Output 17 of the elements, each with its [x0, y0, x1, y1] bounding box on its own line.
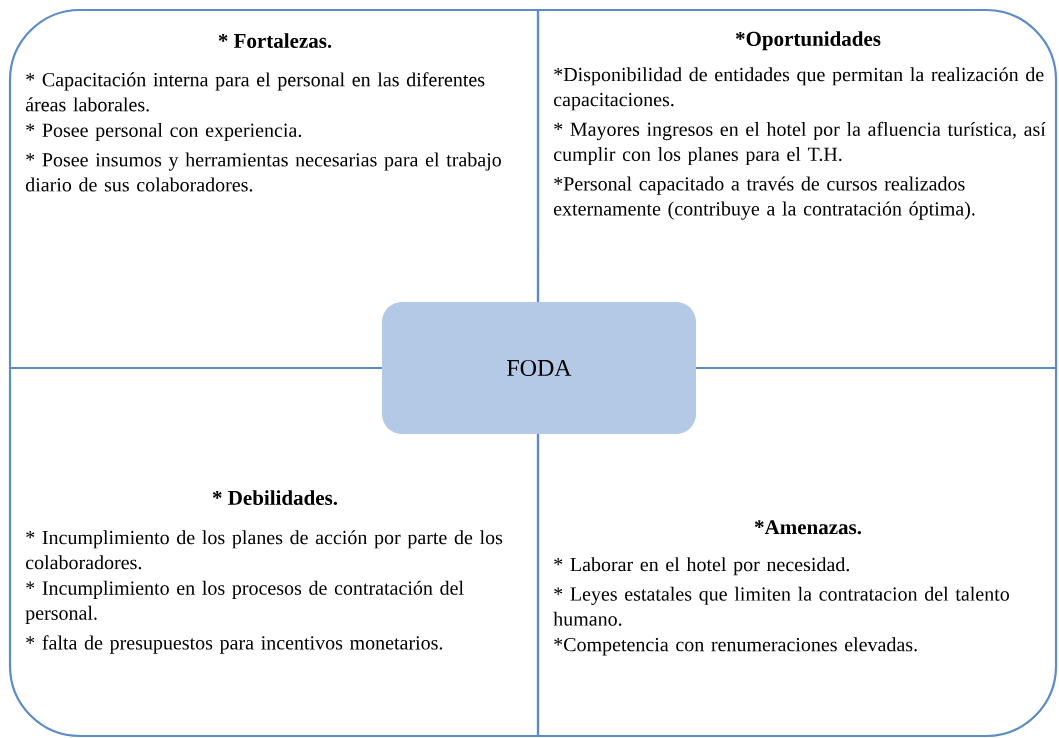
bullet-text: *Competencia con renumeraciones elevadas. [554, 637, 917, 656]
bullet-text: * Capacitación interna para el personal en las diferentes áreas laborales. [25, 72, 485, 112]
bullet-text: * Leyes estatales que limiten la contratacion del talento humano. [553, 586, 1009, 626]
bullet-text: * Posee personal con experiencia. [26, 122, 302, 142]
section-heading: * Fortalezas. [218, 33, 332, 49]
section-heading: *Amenazas. [754, 520, 862, 535]
section-heading: *Oportunidades [735, 31, 881, 51]
bullet-text: * Incumplimiento de los planes de acción por parte de los colaboradores. [26, 530, 503, 570]
center-box: FODA [382, 302, 696, 434]
bullet-text: * Incumplimiento en los procesos de contratación del personal. [25, 580, 464, 624]
bullet-text: *Personal capacitado a través de cursos realizados externamente (contribuye a la contratación óptima). [554, 176, 975, 220]
section-heading: * Debilidades. [212, 490, 338, 506]
bullet-text: * Laborar en el hotel por necesidad. [554, 557, 849, 576]
bullet-text: *Disponibilidad de entidades que permitan la realización de capacitaciones. [554, 67, 1044, 111]
bullet-text: * Posee insumos y herramientas necesarias para el trabajo diario de sus colaboradores. [25, 152, 501, 192]
bullet-text: * falta de presupuestos para incentivos monetarios. [26, 635, 443, 654]
bullet-text: * Mayores ingresos en el hotel por la afluencia turística, así cumplir con los planes para el T.H. [554, 121, 1046, 166]
